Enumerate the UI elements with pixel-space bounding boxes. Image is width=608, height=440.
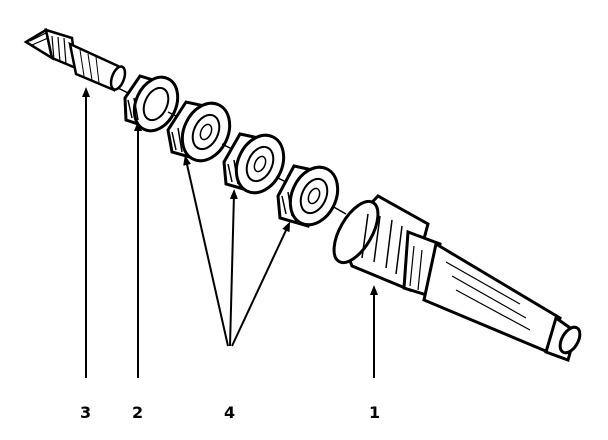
taper-shank-part xyxy=(332,194,582,362)
leader-lines xyxy=(82,87,378,378)
outer-bearing-part xyxy=(123,74,180,133)
bearing-b xyxy=(222,132,286,195)
bearing-c xyxy=(276,164,340,228)
callout-2: 2 xyxy=(132,403,143,422)
center-point-part xyxy=(23,28,127,92)
bearing-a xyxy=(166,100,232,163)
leader-4b xyxy=(229,189,238,347)
callout-1: 1 xyxy=(369,403,380,422)
leader-4a xyxy=(183,155,229,347)
leader-4c xyxy=(231,221,291,347)
callout-4: 4 xyxy=(224,403,235,422)
assembly-axis xyxy=(117,87,347,215)
callout-3: 3 xyxy=(80,403,91,422)
